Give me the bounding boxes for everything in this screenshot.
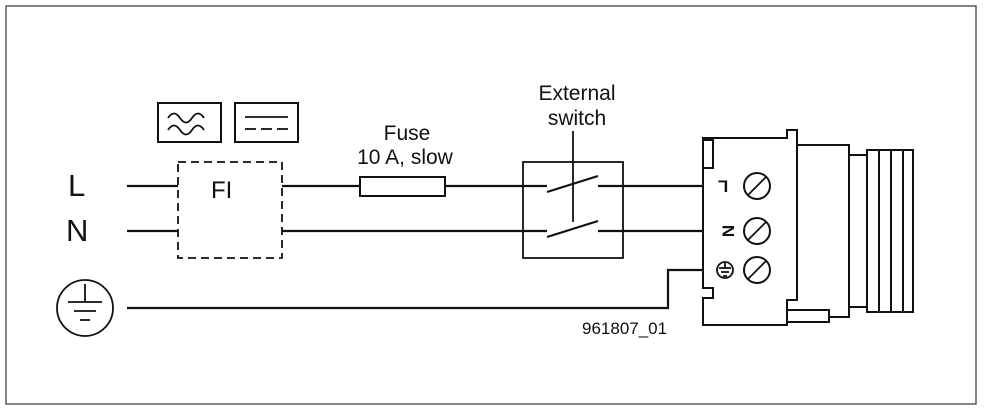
- protective-earth-icon: [56, 279, 114, 337]
- rcd-label: FI: [211, 177, 232, 204]
- switch-contact-l: [546, 174, 599, 194]
- terminal-l-label: L: [718, 177, 728, 196]
- screw-terminal-l: [743, 172, 771, 200]
- fuse-title: Fuse: [384, 122, 431, 145]
- switch-contact-n: [546, 219, 599, 239]
- rcd-box: [177, 161, 283, 259]
- screw-terminal-n: [743, 217, 771, 245]
- dc-icon: [234, 102, 299, 143]
- fuse-symbol: [359, 176, 446, 197]
- earth-terminal-icon: [716, 261, 734, 279]
- switch-title-line-1: External: [538, 82, 615, 105]
- drawing-id: 961807_01: [582, 319, 667, 338]
- earth-wire: [127, 268, 705, 310]
- ac-wave-icon: [157, 102, 222, 143]
- fuse-rating: 10 A, slow: [357, 146, 454, 169]
- line-conductor-label: L: [68, 168, 85, 203]
- switch-title-line-2: switch: [548, 107, 606, 130]
- terminal-n-label: N: [719, 225, 738, 237]
- screw-terminal-earth: [743, 256, 771, 284]
- diagram-frame: [5, 5, 977, 405]
- neutral-conductor-label: N: [66, 213, 88, 248]
